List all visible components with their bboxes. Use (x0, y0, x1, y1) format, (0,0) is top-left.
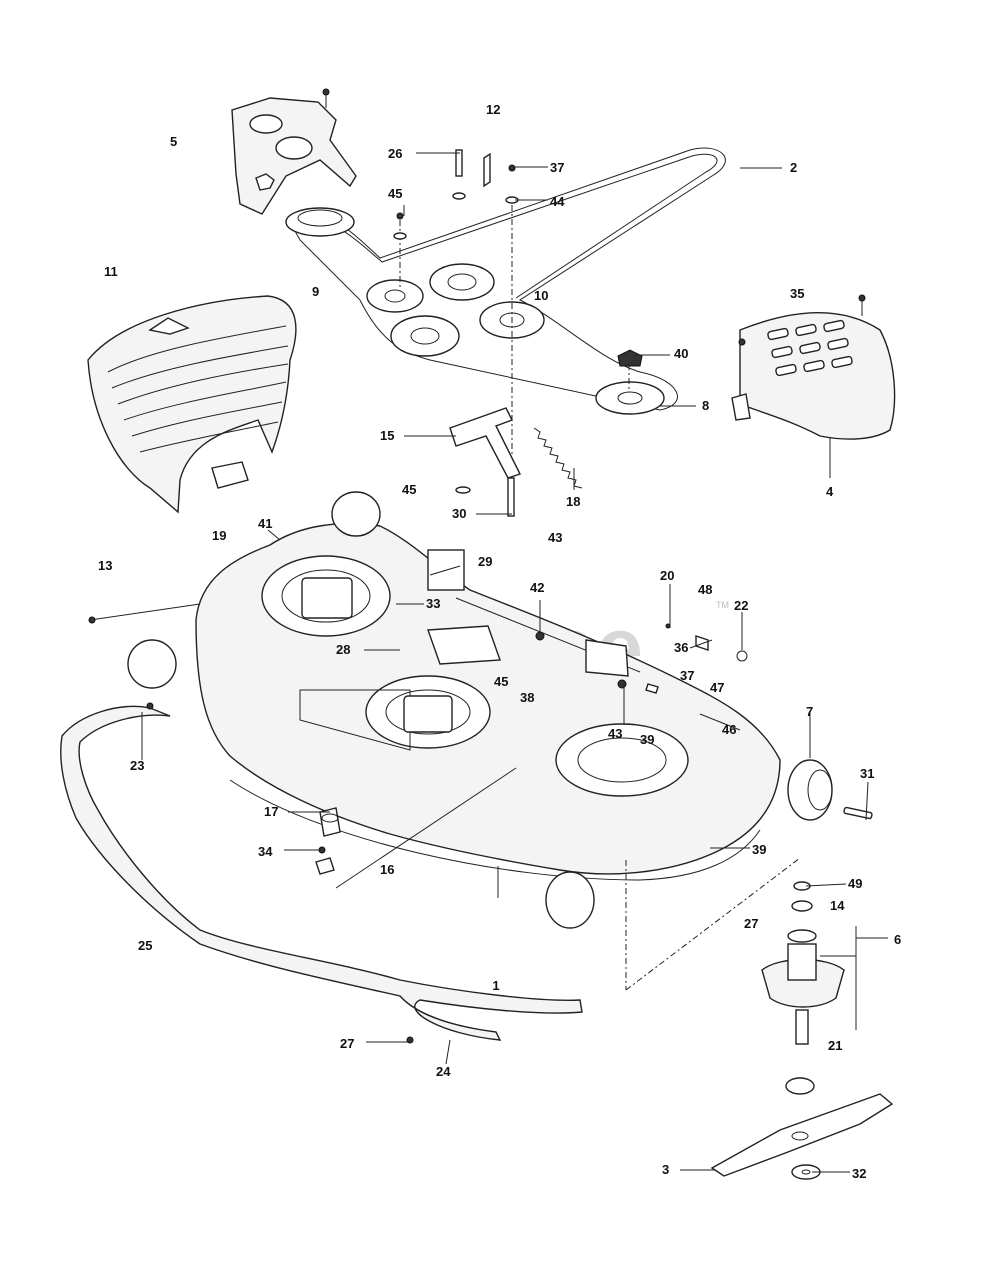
callout-26[interactable]: 26 (388, 146, 402, 161)
belt-cover-part-5[interactable] (231, 88, 357, 215)
top-hardware[interactable] (393, 149, 519, 240)
callout-29[interactable]: 29 (478, 554, 492, 569)
callout-8[interactable]: 8 (702, 398, 709, 413)
callout-43-upper[interactable]: 43 (548, 530, 562, 545)
callout-36[interactable]: 36 (674, 640, 688, 655)
idler-arm-part-15[interactable] (449, 407, 521, 517)
callout-5[interactable]: 5 (170, 134, 177, 149)
callout-39-upper[interactable]: 39 (640, 732, 654, 747)
left-deck-cover-part-9[interactable] (87, 295, 297, 514)
callout-45-top[interactable]: 45 (388, 186, 402, 201)
spring-part-18[interactable] (533, 427, 583, 489)
callout-49[interactable]: 49 (848, 876, 862, 891)
callout-21[interactable]: 21 (828, 1038, 842, 1053)
callout-3[interactable]: 3 (662, 1162, 669, 1177)
callout-9[interactable]: 9 (312, 284, 319, 299)
callout-34[interactable]: 34 (258, 844, 273, 859)
pulley-assembly[interactable] (285, 207, 665, 415)
spindle-assembly-part-6[interactable] (761, 881, 845, 1095)
callout-28[interactable]: 28 (336, 642, 350, 657)
callout-23[interactable]: 23 (130, 758, 144, 773)
callout-6[interactable]: 6 (894, 932, 901, 947)
callout-43-lower[interactable]: 43 (608, 726, 622, 741)
right-deck-cover-part-35[interactable] (731, 294, 896, 440)
callout-22[interactable]: 22 (734, 598, 748, 613)
callout-38[interactable]: 38 (520, 690, 534, 705)
callout-47[interactable]: 47 (710, 680, 724, 695)
callout-39-lower[interactable]: 39 (752, 842, 766, 857)
callout-33[interactable]: 33 (426, 596, 440, 611)
callout-17[interactable]: 17 (264, 804, 278, 819)
callout-4[interactable]: 4 (826, 484, 834, 499)
callout-13[interactable]: 13 (98, 558, 112, 573)
deck-wheels-part-7[interactable] (127, 491, 873, 929)
callout-41[interactable]: 41 (258, 516, 272, 531)
callout-20[interactable]: 20 (660, 568, 674, 583)
callout-37-top[interactable]: 37 (550, 160, 564, 175)
callout-46[interactable]: 46 (722, 722, 736, 737)
callout-45-middle[interactable]: 45 (402, 482, 416, 497)
callout-35[interactable]: 35 (790, 286, 804, 301)
callout-27-lower[interactable]: 27 (340, 1036, 354, 1051)
callout-42[interactable]: 42 (530, 580, 544, 595)
callout-31[interactable]: 31 (860, 766, 874, 781)
callout-44[interactable]: 44 (550, 194, 565, 209)
callout-16[interactable]: 16 (380, 862, 394, 877)
leader-lines (141, 152, 888, 1173)
callout-40[interactable]: 40 (674, 346, 688, 361)
callout-2[interactable]: 2 (790, 160, 797, 175)
callout-7[interactable]: 7 (806, 704, 813, 719)
callout-45-lower[interactable]: 45 (494, 674, 508, 689)
callout-32[interactable]: 32 (852, 1166, 866, 1181)
callout-37-mid[interactable]: 37 (680, 668, 694, 683)
callout-labels: 1 2 3 4 5 6 7 8 9 10 11 12 13 14 15 16 1… (98, 102, 901, 1181)
callout-14[interactable]: 14 (830, 898, 845, 913)
callout-18[interactable]: 18 (566, 494, 580, 509)
callout-30[interactable]: 30 (452, 506, 466, 521)
callout-1[interactable]: 1 (492, 978, 499, 993)
trademark-mark: TM (716, 600, 729, 610)
callout-24[interactable]: 24 (436, 1064, 451, 1079)
blade-part-3[interactable] (710, 1093, 894, 1177)
belt-part-2[interactable] (289, 147, 726, 411)
callout-27-upper[interactable]: 27 (744, 916, 758, 931)
bracket-hardware[interactable] (455, 597, 748, 694)
deck-housing-part-1[interactable] (195, 522, 781, 881)
callout-15[interactable]: 15 (380, 428, 394, 443)
callout-12[interactable]: 12 (486, 102, 500, 117)
callout-25[interactable]: 25 (138, 938, 152, 953)
callout-19[interactable]: 19 (212, 528, 226, 543)
baffle-hardware[interactable] (315, 807, 341, 875)
callout-10[interactable]: 10 (534, 288, 548, 303)
callout-11[interactable]: 11 (104, 264, 118, 279)
callout-48[interactable]: 48 (698, 582, 712, 597)
